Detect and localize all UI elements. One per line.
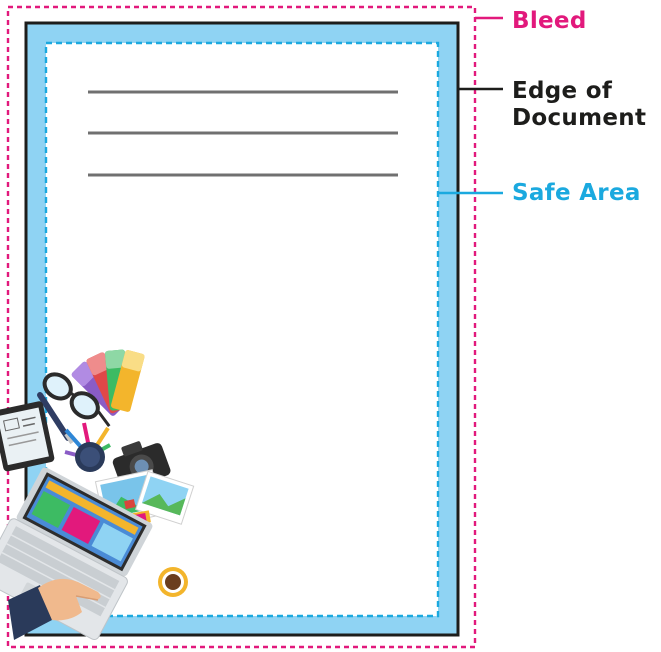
edge-label-line-1: Edge of bbox=[512, 78, 612, 104]
edge-of-document-label: Edge of Document bbox=[512, 78, 646, 132]
safe-area-label: Safe Area bbox=[512, 180, 641, 207]
edge-label-line-2: Document bbox=[512, 105, 646, 131]
coffee-cup bbox=[158, 567, 188, 597]
bleed-label: Bleed bbox=[512, 8, 587, 35]
